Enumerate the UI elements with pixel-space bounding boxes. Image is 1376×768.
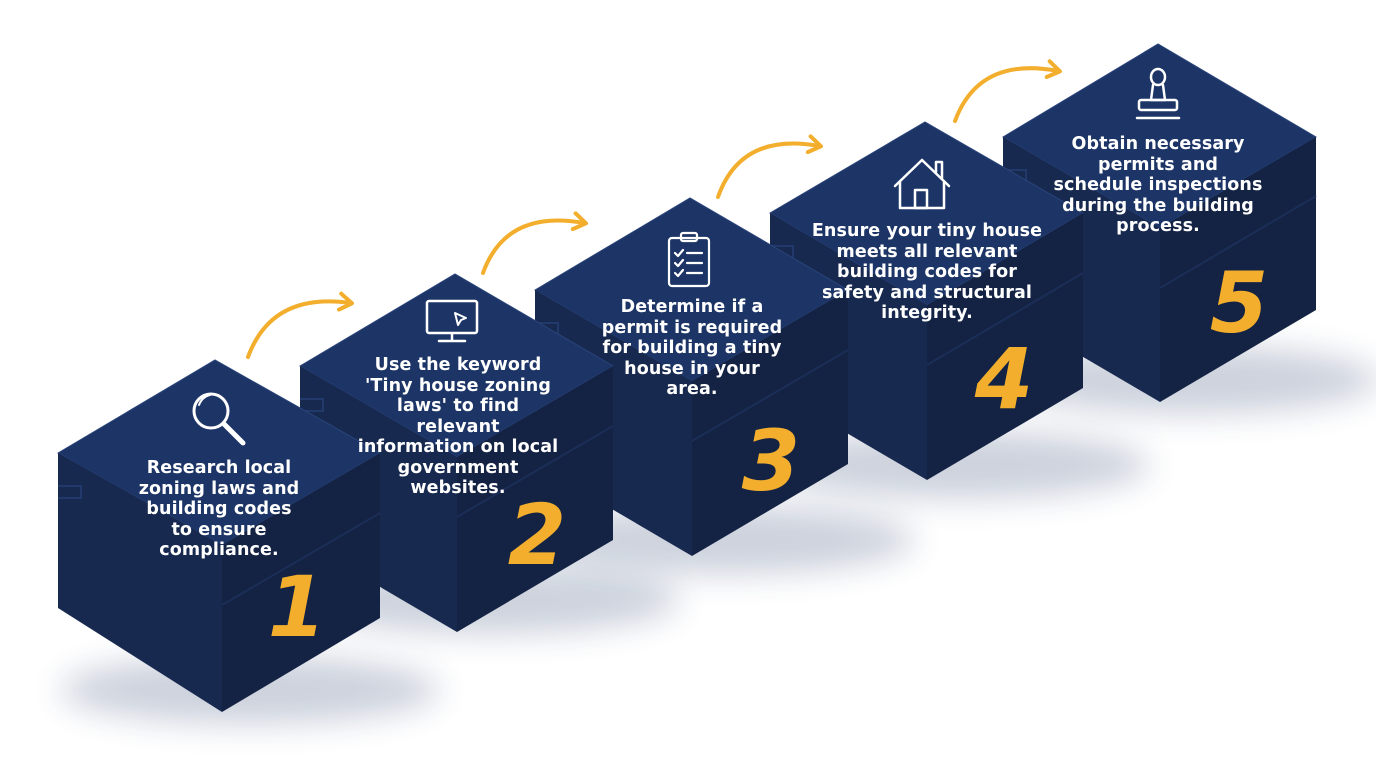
clipboard-checklist-icon — [667, 231, 711, 288]
arrow-4-to-5 — [953, 59, 1062, 123]
cube-shadow-4 — [770, 431, 1150, 499]
cube-left-1 — [58, 453, 222, 712]
arrow-1-to-2 — [246, 291, 354, 359]
step-text-1: Research local zoning laws and building … — [138, 458, 300, 560]
cube-seam-3 — [691, 349, 849, 442]
step-number-3: 3 — [742, 412, 800, 510]
cube-right-3 — [692, 290, 848, 556]
cube-seam-2 — [456, 425, 614, 518]
cube-notch-1 — [58, 485, 82, 499]
cube-right-4 — [927, 213, 1083, 480]
arrow-2-to-3 — [481, 211, 588, 275]
step-number-2: 2 — [508, 486, 566, 584]
stamp-icon — [1135, 67, 1181, 120]
step-number-4: 4 — [974, 330, 1033, 428]
step-text-5: Obtain necessary permits and schedule in… — [1053, 134, 1263, 236]
house-icon — [893, 158, 951, 210]
connector-arrows — [246, 59, 1062, 359]
step-text-3: Determine if a permit is required for bu… — [601, 297, 783, 399]
cube-right-2 — [457, 366, 613, 632]
cube-seam-1 — [221, 512, 381, 606]
step-text-2: Use the keyword 'Tiny house zoning laws'… — [357, 355, 559, 498]
step-text-4: Ensure your tiny house meets all relevan… — [811, 221, 1043, 323]
cube-seam-4 — [926, 272, 1084, 366]
arrow-3-to-4 — [716, 134, 823, 199]
cube-right-5 — [1160, 137, 1316, 402]
cube-notch-2 — [300, 398, 324, 412]
step-number-5: 5 — [1210, 254, 1268, 352]
step-number-1: 1 — [268, 558, 326, 656]
magnifying-glass-icon — [192, 392, 246, 446]
cube-seam-5 — [1159, 195, 1317, 289]
computer-monitor-icon — [425, 299, 479, 343]
cube-right-1 — [222, 453, 380, 712]
cube-shadow-3 — [535, 506, 915, 574]
step-cube-1 — [56, 359, 382, 712]
